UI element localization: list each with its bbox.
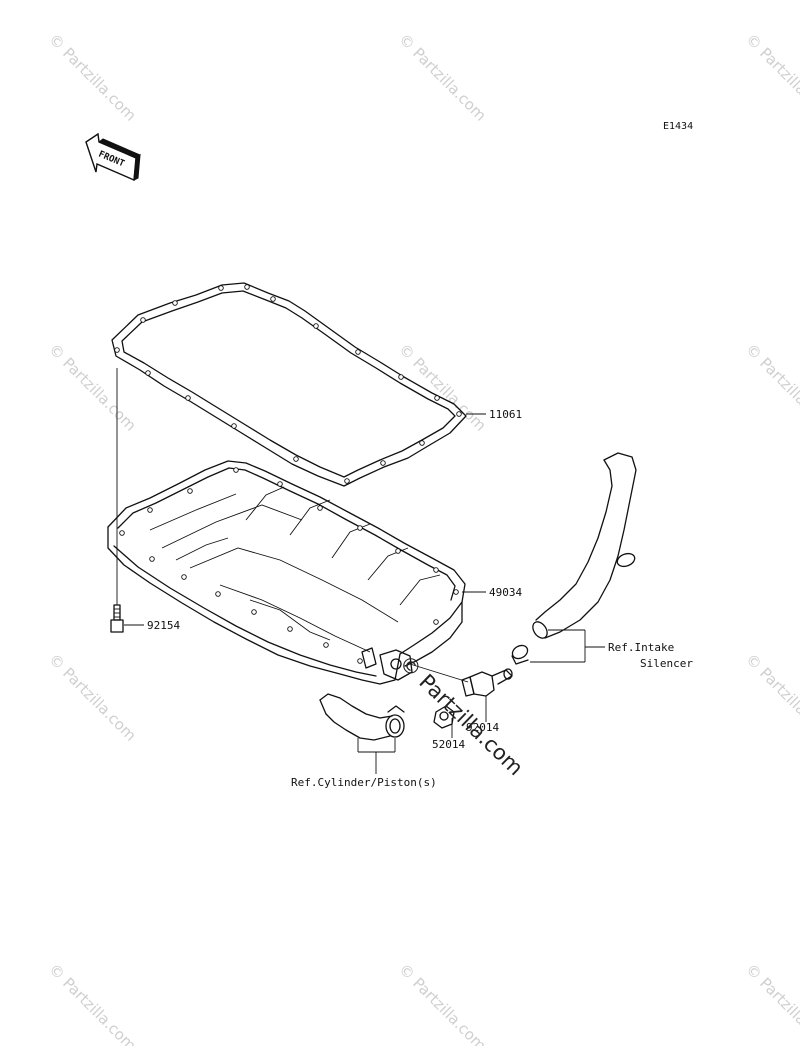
- fitting-part: [461, 668, 513, 697]
- watermark-tile: © Partzilla.com: [45, 650, 140, 745]
- watermark-tile: © Partzilla.com: [45, 340, 140, 435]
- watermark-tile: © Partzilla.com: [45, 30, 140, 125]
- bolt-part: [110, 604, 124, 633]
- watermark-tile: © Partzilla.com: [45, 960, 140, 1046]
- gasket-part-number: 11061: [489, 408, 522, 421]
- oil-pan-part-number: 49034: [489, 586, 522, 599]
- cylinder-reference-label: Ref.Cylinder/Piston(s): [291, 776, 437, 789]
- watermark-tile: © Partzilla.com: [395, 30, 490, 125]
- cylinder-reference-bracket: [357, 738, 396, 774]
- fitting-leader-line: [409, 663, 469, 683]
- oil-pan-part: [107, 460, 466, 685]
- intake-hose-part: [532, 452, 637, 639]
- bolt-part-number: 92154: [147, 619, 180, 632]
- front-arrow-icon: FRONT: [85, 132, 141, 182]
- watermark-tiles: © Partzilla.com © Partzilla.com © Partzi…: [45, 30, 800, 1046]
- intake-reference-bracket: [530, 629, 605, 663]
- watermark-center: © Partzilla.com: [395, 650, 528, 780]
- intake-clamp-part: [511, 644, 529, 665]
- watermark-tile: © Partzilla.com: [742, 650, 800, 745]
- gasket-part: [111, 282, 467, 487]
- cylinder-hose-part: [319, 693, 405, 741]
- clamp-part-number: 52014: [432, 738, 465, 751]
- watermark-tile: © Partzilla.com: [742, 30, 800, 125]
- watermark-tile: © Partzilla.com: [395, 340, 490, 435]
- watermark-tile: © Partzilla.com: [742, 340, 800, 435]
- watermark-tile: © Partzilla.com: [395, 960, 490, 1046]
- watermark-tile: © Partzilla.com: [742, 960, 800, 1046]
- fitting-part-number: 92014: [466, 721, 499, 734]
- intake-reference-label-line1: Ref.Intake: [608, 641, 674, 654]
- intake-reference-label-line2: Silencer: [640, 657, 693, 670]
- diagram-code: E1434: [663, 121, 693, 132]
